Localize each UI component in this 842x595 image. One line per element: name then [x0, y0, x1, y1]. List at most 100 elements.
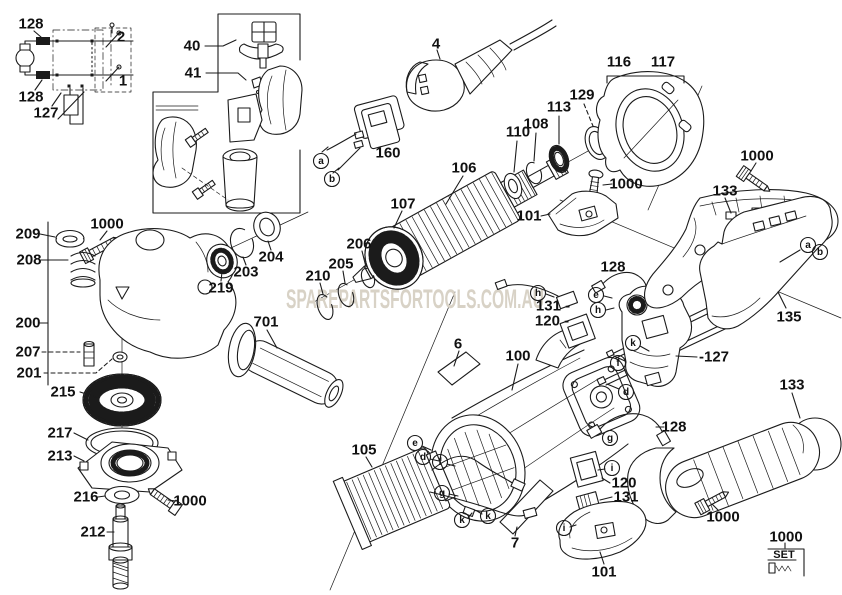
part-label-107: 107 — [390, 196, 415, 213]
part-label-106: 106 — [451, 160, 476, 177]
screw-1000-topright — [735, 165, 771, 192]
part-label-128: 128 — [18, 16, 43, 33]
washer-210 — [316, 294, 334, 320]
part-label-1: 1 — [119, 73, 127, 90]
part-label-160: 160 — [375, 145, 400, 162]
switch-block-40 — [238, 21, 284, 69]
part-label-41: 41 — [185, 65, 202, 82]
wiring-schematic — [15, 22, 134, 125]
callout-letter-k: k — [479, 507, 497, 525]
part-label-133: 133 — [779, 377, 804, 394]
part-label-216: 216 — [73, 489, 98, 506]
svg-text:k: k — [630, 338, 636, 349]
part-label-1000: 1000 — [609, 176, 642, 193]
callout-letter-f: f — [609, 354, 627, 372]
bearing-204 — [253, 211, 281, 243]
washer-201 — [112, 351, 128, 363]
callout-letter-h: h — [529, 284, 547, 302]
watermark: SPAREPARTSFORTOOLS.COM.AU — [286, 284, 544, 314]
svg-text:a: a — [805, 240, 811, 251]
cap-209 — [55, 229, 85, 248]
housing-rear — [562, 356, 641, 437]
part-label-2: 2 — [117, 29, 125, 46]
ring-205 — [337, 282, 355, 308]
leader-lines — [39, 103, 801, 565]
part-label-203: 203 — [233, 264, 258, 281]
callout-letter-e: e — [406, 434, 424, 452]
part-label-105: 105 — [351, 442, 376, 459]
part-label-1000: 1000 — [706, 509, 739, 526]
svg-text:b: b — [329, 174, 335, 185]
part-label-7: 7 — [511, 535, 519, 552]
bearing-113 — [548, 144, 570, 174]
clip-206 — [360, 267, 376, 289]
brush-holder-120-upper — [559, 313, 596, 349]
part-label-215: 215 — [50, 384, 75, 401]
label-sheet-7 — [499, 479, 554, 535]
part-label-207: 207 — [15, 344, 40, 361]
part-label-133: 133 — [712, 183, 737, 200]
part-label-212: 212 — [80, 524, 105, 541]
svg-text:i: i — [611, 463, 614, 474]
ring-108 — [525, 161, 543, 185]
part-label-135: 135 — [776, 309, 801, 326]
part-label-101: 101 — [516, 208, 541, 225]
callout-letter-a: a — [312, 152, 330, 170]
washer-110 — [503, 172, 523, 200]
part-label-116: 116 — [607, 54, 631, 71]
washer-216 — [104, 485, 140, 505]
snap-ring-203 — [229, 227, 255, 259]
part-label-200: 200 — [15, 315, 40, 332]
callout-letter-i: i — [603, 459, 621, 477]
part-label-127: 127 — [33, 105, 58, 122]
part-label-110: 110 — [506, 124, 530, 141]
label-sheet-6 — [437, 351, 481, 386]
part-label-1000: 1000 — [740, 148, 773, 165]
crown-gear-215 — [82, 373, 162, 427]
callout-letter-k: k — [624, 334, 642, 352]
svg-text:h: h — [535, 288, 541, 299]
brush-cap-101-top — [547, 190, 619, 237]
spring-208 — [70, 251, 96, 288]
part-label-128: 128 — [18, 89, 43, 106]
part-label-40: 40 — [184, 38, 201, 55]
callout-letter-g: g — [601, 429, 619, 447]
part-label-204: 204 — [258, 249, 284, 266]
svg-text:a: a — [318, 156, 324, 167]
brush-set-lower — [558, 413, 672, 560]
part-label-120: 120 — [611, 475, 636, 492]
part-label-127: -127 — [699, 349, 729, 366]
callout-letter-h: h — [589, 301, 607, 319]
stator-wires — [429, 455, 538, 519]
set-badge-text: SET — [773, 549, 795, 561]
callout-letter-i: i — [555, 519, 573, 537]
side-handle-701 — [227, 322, 344, 408]
part-label-210: 210 — [305, 268, 330, 285]
part-label-117: 117 — [651, 54, 675, 71]
svg-text:g: g — [439, 488, 445, 499]
callout-letter-d: d — [617, 383, 635, 401]
screw-small-1 — [184, 127, 209, 148]
fan — [364, 226, 424, 290]
brush-set-upper — [494, 271, 648, 349]
svg-text:i: i — [563, 523, 566, 534]
part-label-108: 108 — [523, 116, 548, 133]
part-label-213: 213 — [47, 448, 72, 465]
spindle-212 — [108, 503, 133, 590]
callout-letter-b: b — [323, 170, 341, 188]
handle-shell-lower-133 — [627, 417, 842, 525]
part-label-129: 129 — [569, 87, 594, 104]
part-label-100: 100 — [505, 348, 530, 365]
collar-sleeve — [222, 148, 258, 212]
bearing-flange-116 — [595, 71, 705, 187]
svg-text:f: f — [616, 358, 620, 369]
part-label-131: 131 — [613, 489, 638, 506]
svg-text:k: k — [485, 511, 491, 522]
part-label-209: 209 — [15, 226, 40, 243]
housing-shell-right — [258, 65, 303, 135]
bearing-219 — [206, 243, 238, 279]
part-label-4: 4 — [432, 36, 441, 53]
